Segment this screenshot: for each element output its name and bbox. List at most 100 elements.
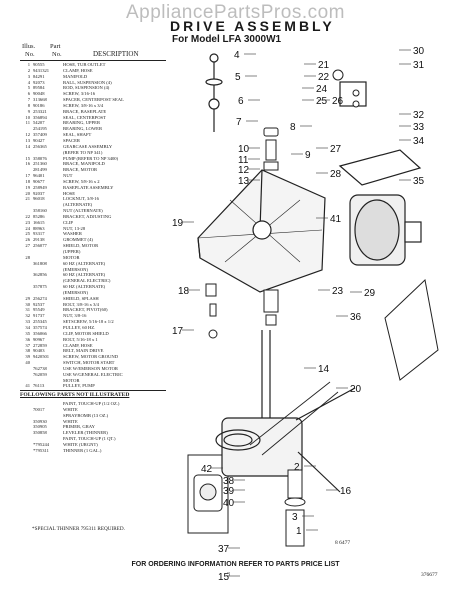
parts-cell-desc: PRIMER, GRAY [63,424,95,430]
parts-cell-partno: 9420501 [33,354,50,360]
parts-cell-desc: (GENERAL ELECTRIC) [63,278,111,284]
callout-23: 23 [332,286,344,297]
parts-cell-desc: BEARING, LOWER [63,126,103,132]
parts-cell-desc: SHIELD, MOTOR [63,243,99,249]
callout-41: 41 [330,214,342,225]
parts-cell-desc: WHITE [63,406,78,412]
parts-cell-desc: BOLT, 5/16-18 x 1 [63,336,98,342]
parts-cell-desc: BRACE, BASEPLATE [63,108,107,114]
callout-14: 14 [318,364,330,375]
parts-cell-illus: 14 [25,143,30,149]
parts-cell-desc: CLAMP, HOSE [63,342,93,348]
parts-cell-desc: BALL, SUSPENSION (4) [63,79,112,85]
parts-cell-illus: 24 [25,225,30,231]
callout-22: 22 [318,72,330,83]
parts-cell-desc: PULLEY, PUMP [63,383,95,389]
parts-cell-illus: 12 [25,132,30,138]
callout-19: 19 [172,218,184,229]
gearcase-assembly [215,330,356,493]
header-part: Part [50,43,61,50]
parts-cell-desc: SEAL, CENTERPOST [63,114,106,120]
parts-cell-desc: BRACE, MOTOR [63,167,98,173]
figure-code: 8 6477 [335,540,351,546]
parts-cell-illus: 28 [25,254,30,260]
parts-cell-partno: 281499 [33,167,47,173]
parts-cell-desc: BELT, MAIN DRIVE [63,348,104,354]
parts-cell-illus: 41 [25,383,30,389]
parts-cell-partno: 358076 [33,155,47,161]
callout-25: 25 [316,96,328,107]
callout-28: 28 [330,169,342,180]
parts-cell-illus: 6 [27,91,30,97]
parts-cell-partno: 85286 [33,213,45,219]
callout-20: 20 [350,384,362,395]
parts-cell-partno: 358160 [33,208,47,214]
parts-cell-partno: 357875 [33,284,47,290]
parts-row: (EMERSON) [20,290,168,296]
parts-cell-desc: NUT, 3/8-16 [63,313,87,319]
callout-7: 7 [236,117,242,128]
parts-cell-desc: SHIELD, SPLASH [63,295,99,301]
parts-cell-illus: 35 [25,330,30,336]
parts-cell-illus: 23 [25,219,30,225]
callout-30: 30 [413,46,425,57]
callout-42: 42 [201,464,213,475]
parts-cell-illus: 37 [25,342,30,348]
callout-21: 21 [318,60,330,71]
parts-cell-illus: 25 [25,231,30,237]
parts-cell-illus: 2 [27,67,30,73]
parts-cell-desc: SPRAYBOMB (13 OZ.) [63,412,109,418]
header-part-no: No. [52,51,62,58]
parts-cell-partno: 16615 [33,219,45,225]
parts-cell-illus: 1 [27,62,30,67]
parts-cell-desc: SEAL, SHAFT [63,132,92,138]
parts-cell-desc: 60 HZ (ALTERNATE) [63,272,106,278]
parts-row: SPRAYBOMB (13 OZ.) [20,413,168,419]
parts-cell-partno: 255345 [33,319,47,325]
parts-cell-partno: 256365 [33,143,47,149]
callout-5: 5 [235,72,241,83]
parts-cell-partno: 762738 [33,365,47,371]
parts-cell-partno: 90048 [33,91,45,97]
parts-cell-partno: 70017 [33,406,45,412]
page-subtitle: For Model LFA 3000W1 [172,34,282,45]
parts-row: (UPPER) [20,249,168,255]
parts-cell-illus: 5 [27,85,30,91]
parts-cell-partno: 93317 [33,231,45,237]
parts-cell-partno: *795311 [33,447,49,453]
doc-number: 376677 [421,572,438,578]
leader-lines [182,49,411,577]
parts-cell-partno: 350858 [33,430,47,436]
parts-cell-illus: 3 [27,73,30,79]
parts-cell-partno: 88963 [33,225,45,231]
parts-row: 70017 WHITE [20,407,168,413]
parts-cell-illus: 26 [25,237,30,243]
parts-cell-desc: WASHER [63,231,82,237]
parts-cell-partno: 92037 [33,190,45,196]
parts-row: PAINT, TOUCH-UP (1 QT.) [20,436,168,442]
